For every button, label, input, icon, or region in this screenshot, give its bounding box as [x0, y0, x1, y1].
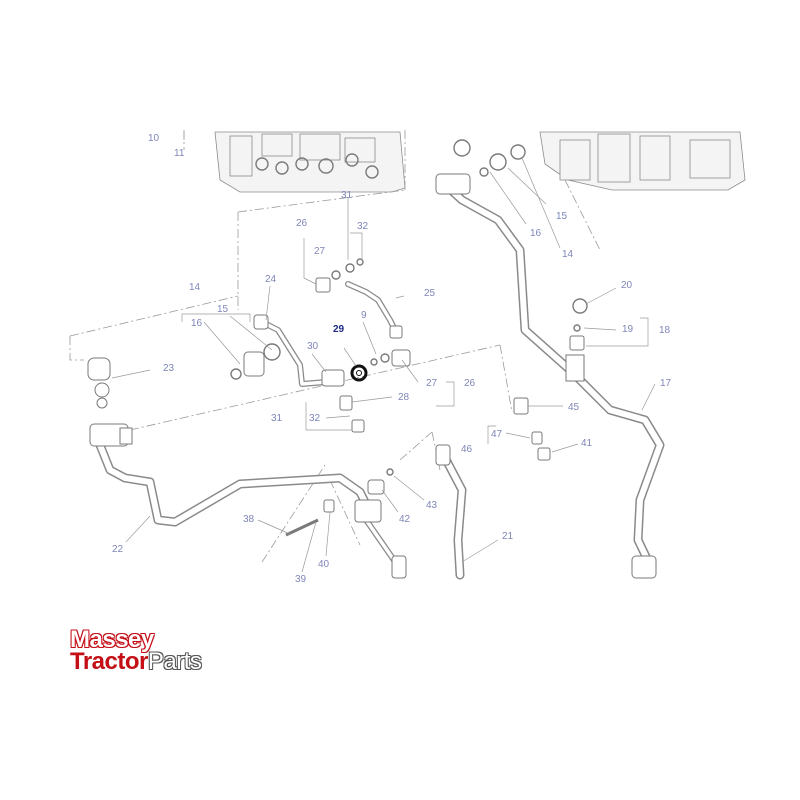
pipe-21: [435, 444, 467, 580]
fittings: [87, 258, 588, 537]
label-9: 9: [361, 310, 367, 321]
label-31b: 31: [271, 413, 283, 424]
label-28: 28: [398, 392, 410, 403]
label-16: 16: [191, 318, 203, 329]
label-15: 15: [217, 304, 229, 315]
label-46: 46: [461, 444, 473, 455]
label-39: 39: [295, 574, 307, 585]
label-23: 23: [163, 363, 175, 374]
label-40: 40: [318, 559, 330, 570]
label-38: 38: [243, 514, 255, 525]
pipe-17: [435, 173, 665, 579]
label-10: 10: [148, 133, 160, 144]
label-17: 17: [660, 378, 672, 389]
label-27: 27: [314, 246, 326, 257]
valve-block-right: [453, 131, 746, 191]
valve-housing-left: [214, 131, 406, 193]
label-41: 41: [581, 438, 593, 449]
label-32: 32: [357, 221, 369, 232]
washer-29[interactable]: [350, 364, 368, 382]
label-11: 11: [174, 148, 185, 159]
label-47: 47: [491, 429, 503, 440]
label-31: 31: [341, 190, 353, 201]
label-19: 19: [622, 324, 634, 335]
label-29: 29: [333, 324, 345, 335]
pipe-22: [89, 423, 373, 527]
leader-lines: [111, 132, 656, 573]
label-20: 20: [621, 280, 633, 291]
label-14b: 14: [562, 249, 574, 260]
label-14: 14: [189, 282, 201, 293]
label-27b: 27: [426, 378, 438, 389]
label-26: 26: [296, 218, 308, 229]
label-26b: 26: [464, 378, 476, 389]
label-45: 45: [568, 402, 580, 413]
label-15b: 15: [556, 211, 568, 222]
label-18: 18: [659, 325, 671, 336]
logo-brand: Tractor: [70, 648, 148, 675]
brand-logo[interactable]: Massey TractorParts: [70, 626, 202, 675]
logo-line-1: Massey: [70, 626, 154, 653]
tube-22-branch: [354, 499, 407, 579]
tube-25: [345, 281, 403, 339]
label-43: 43: [426, 500, 438, 511]
logo-line-2: TractorParts: [70, 648, 202, 675]
label-42: 42: [399, 514, 411, 525]
label-21: 21: [502, 531, 514, 542]
label-32b: 32: [309, 413, 321, 424]
label-16b: 16: [530, 228, 542, 239]
label-22: 22: [112, 544, 124, 555]
label-24: 24: [265, 274, 277, 285]
label-25: 25: [424, 288, 436, 299]
label-30: 30: [307, 341, 319, 352]
logo-suffix: Parts: [147, 648, 202, 675]
part-labels: 10 11 31 32 26 27 24 25 14 15 16 9 29 30…: [112, 133, 672, 585]
tube-24: [253, 314, 329, 387]
